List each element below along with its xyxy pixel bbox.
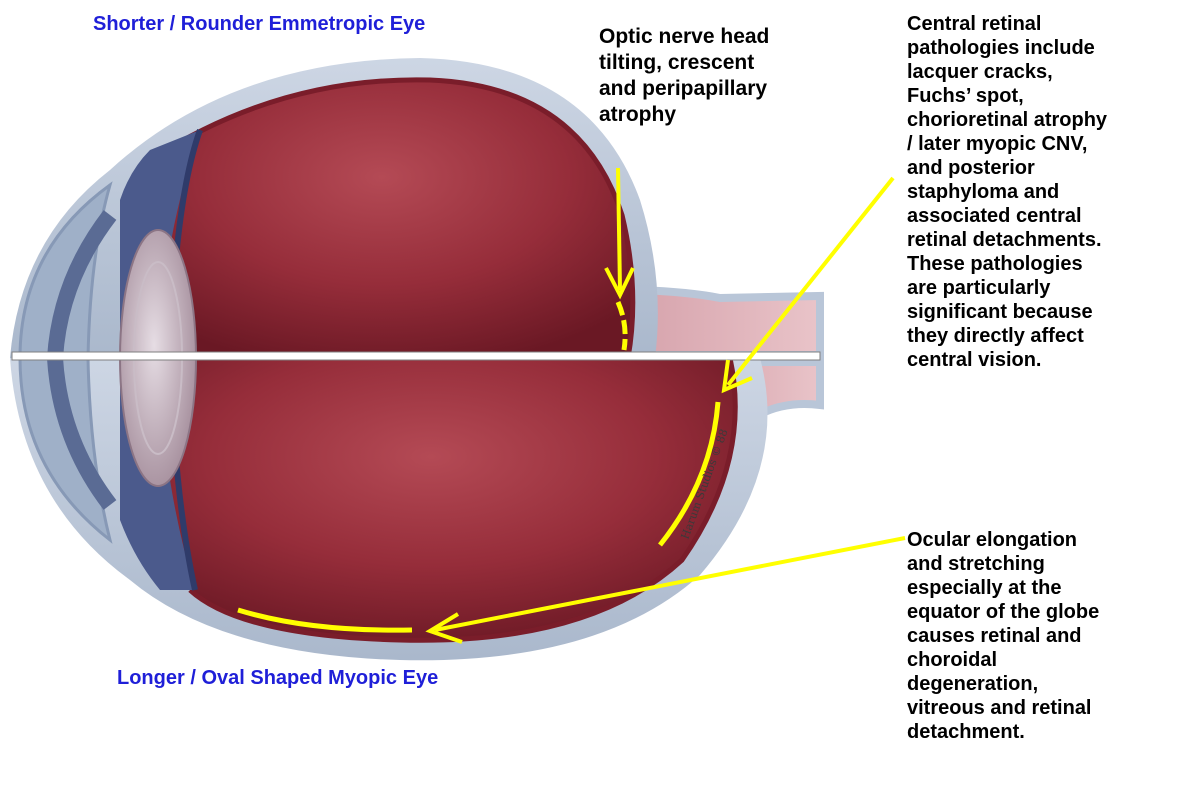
optic-nerve-line: tilting, crescent <box>599 50 769 76</box>
ocular-elongation-line: Ocular elongation <box>907 528 1099 552</box>
myopic-eye-label: Longer / Oval Shaped Myopic Eye <box>117 667 438 690</box>
ocular-elongation-annotation: Ocular elongation and stretching especia… <box>907 528 1099 744</box>
ocular-elongation-line: degeneration, <box>907 672 1099 696</box>
emmetropic-eye-label: Shorter / Rounder Emmetropic Eye <box>93 13 425 36</box>
divider-line <box>12 352 820 360</box>
central-retinal-line: lacquer cracks, <box>907 60 1107 84</box>
central-retinal-annotation: Central retinal pathologies include lacq… <box>907 12 1107 372</box>
optic-nerve-annotation: Optic nerve head tilting, crescent and p… <box>599 24 769 128</box>
ocular-elongation-line: vitreous and retinal <box>907 696 1099 720</box>
central-retinal-line: These pathologies <box>907 252 1107 276</box>
ocular-elongation-line: choroidal <box>907 648 1099 672</box>
central-retinal-line: central vision. <box>907 348 1107 372</box>
optic-nerve-upper <box>640 290 820 355</box>
ocular-elongation-line: detachment. <box>907 720 1099 744</box>
central-retinal-line: associated central <box>907 204 1107 228</box>
central-retinal-line: retinal detachments. <box>907 228 1107 252</box>
central-retinal-line: they directly affect <box>907 324 1107 348</box>
central-retinal-line: staphyloma and <box>907 180 1107 204</box>
central-retinal-line: pathologies include <box>907 36 1107 60</box>
central-retinal-line: Central retinal <box>907 12 1107 36</box>
central-retinal-line: are particularly <box>907 276 1107 300</box>
arrow-optic-nerve <box>618 168 620 290</box>
central-retinal-line: chorioretinal atrophy <box>907 108 1107 132</box>
ocular-elongation-line: equator of the globe <box>907 600 1099 624</box>
ocular-elongation-line: causes retinal and <box>907 624 1099 648</box>
optic-nerve-line: and peripapillary <box>599 76 769 102</box>
optic-nerve-line: Optic nerve head <box>599 24 769 50</box>
ocular-elongation-line: especially at the <box>907 576 1099 600</box>
central-retinal-line: and posterior <box>907 156 1107 180</box>
central-retinal-line: Fuchs’ spot, <box>907 84 1107 108</box>
ocular-elongation-line: and stretching <box>907 552 1099 576</box>
optic-nerve-line: atrophy <box>599 102 769 128</box>
central-retinal-line: / later myopic CNV, <box>907 132 1107 156</box>
central-retinal-line: significant because <box>907 300 1107 324</box>
